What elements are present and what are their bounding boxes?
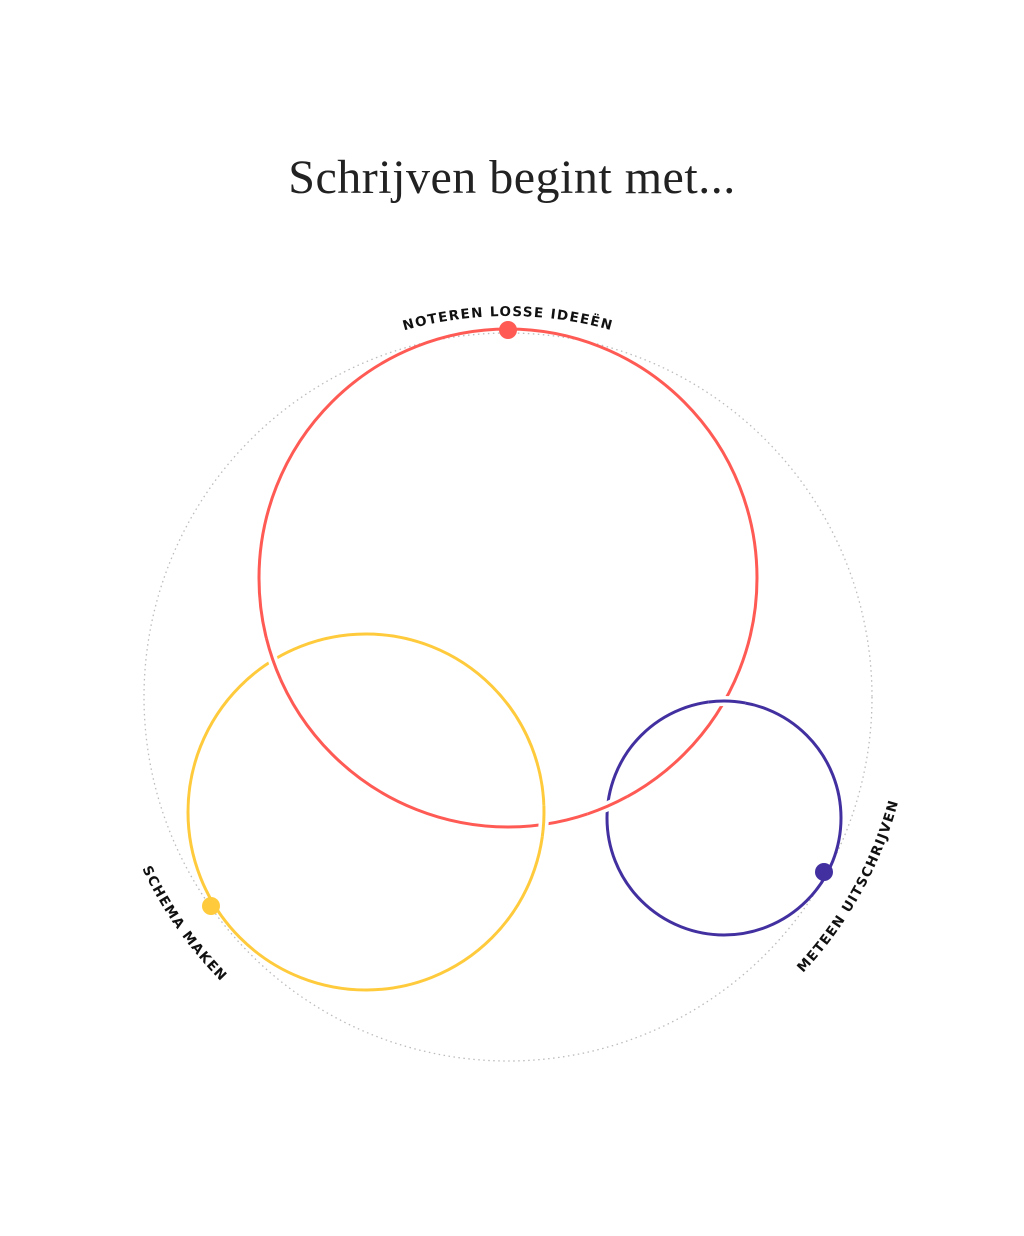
circle-schema-maken: [186, 632, 546, 992]
dot-schema-maken: [202, 897, 220, 915]
crossing-segment: [540, 805, 546, 837]
label-schema-maken: SCHEMA MAKEN: [139, 863, 231, 985]
circle-noteren-losse-ideeen: [257, 327, 759, 829]
diagram-title: Schrijven begint met...: [288, 151, 736, 204]
outer-dotted-circle: [143, 332, 873, 1062]
circle-meteen-uitschrijven: [605, 699, 843, 937]
dot-noteren-losse-ideeen: [499, 321, 517, 339]
crossing-segment: [586, 795, 628, 816]
dot-meteen-uitschrijven: [815, 863, 833, 881]
crossing-segment: [264, 637, 282, 680]
crossing-segment: [708, 699, 746, 705]
label-meteen-uitschrijven: METEEN UITSCHRIJVEN: [794, 798, 902, 976]
